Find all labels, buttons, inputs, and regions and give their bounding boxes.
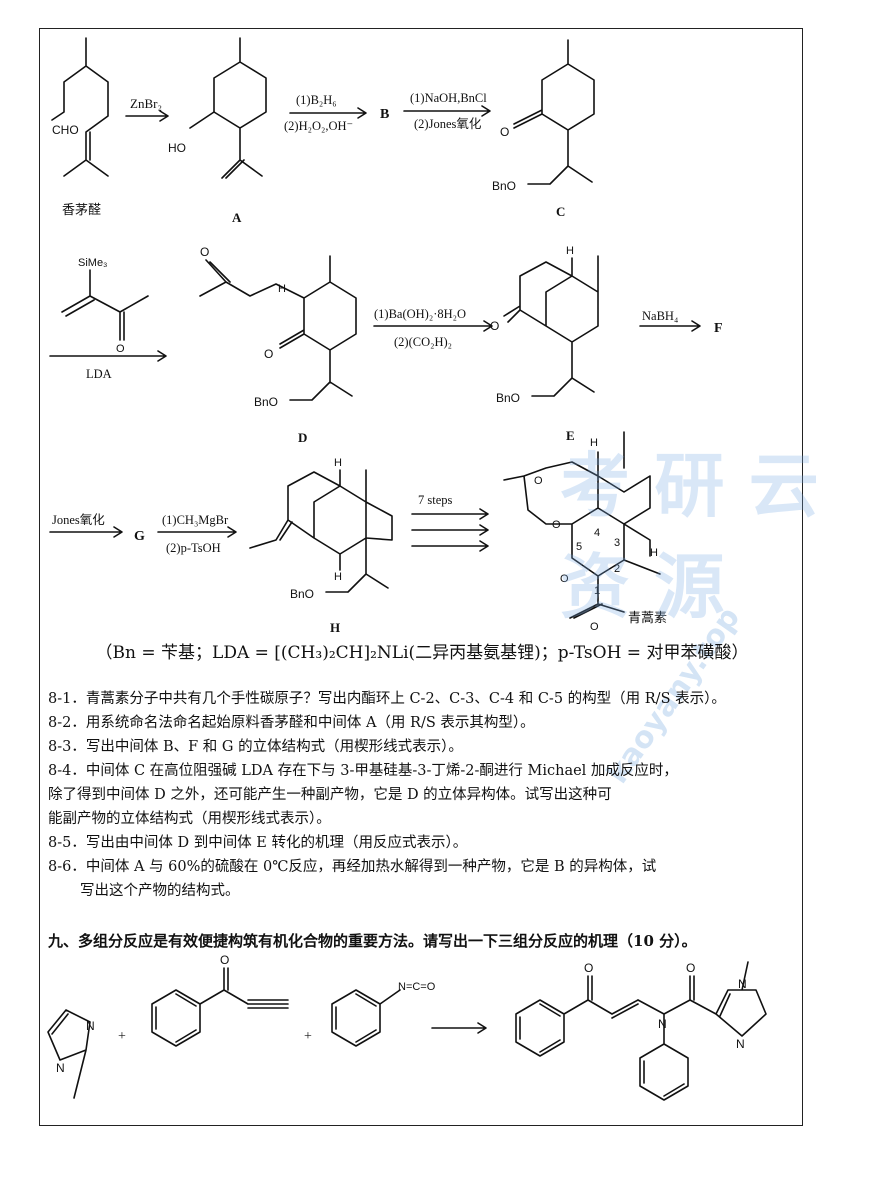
abbreviation-legend: （Bn = 苄基；LDA = [(CH₃)₂CH]₂NLi(二异丙基氨基锂)；p… [95, 643, 749, 663]
h-bno-label: BnO [290, 587, 314, 601]
art-num-5: 5 [576, 541, 582, 553]
arrow-8 [157, 526, 237, 538]
artemisinin-label: 青蒿素 [628, 610, 667, 625]
label-D: D [298, 430, 307, 445]
seven-steps-label: 7 steps [418, 493, 453, 507]
art-oo-label: O [534, 475, 543, 487]
label-C: C [556, 204, 565, 219]
arrow-9 [431, 1022, 487, 1034]
arrow-4 [49, 350, 167, 362]
question-8-3: 8-3．写出中间体 B、F 和 G 的立体结构式（用楔形线式表示）。 [48, 739, 463, 755]
methylimidazole-structure: N N [47, 1009, 95, 1099]
product-structure: O O N N N [515, 961, 767, 1101]
step-a-2: (2)H₂O₂,OH⁻ [284, 119, 353, 133]
compound-H-structure: H H BnO H [249, 457, 393, 635]
d-ketone-oxo: O [200, 245, 209, 259]
artemisinin-structure: O O O O H H 1 2 3 4 5 青蒿素 [503, 431, 667, 633]
c-bno-label: BnO [492, 179, 516, 193]
enone-oxo: O [116, 343, 125, 355]
plus-1: + [118, 1029, 126, 1044]
plus-2: + [304, 1029, 312, 1044]
label-E: E [566, 428, 575, 443]
prod-oxo-2: O [686, 961, 695, 975]
isocyanate-label: N=C=O [398, 981, 436, 993]
art-h-right: H [650, 547, 658, 559]
h-h-top: H [334, 457, 342, 469]
step-a-1: (1)B₂H₆ [296, 93, 337, 107]
step-g-2: (2)p-TsOH [166, 541, 221, 555]
question-8-4-cont-2: 能副产物的立体结构式（用楔形线式表示）。 [48, 811, 331, 827]
arrow-3 [403, 105, 491, 117]
imid-n1: N [86, 1019, 95, 1033]
label-F: F [714, 321, 723, 336]
question-8-1: 8-1．青蒿素分子中共有几个手性碳原子？写出内酯环上 C-2、C-3、C-4 和… [48, 691, 726, 707]
ho-label: HO [168, 141, 186, 155]
jones-reagent: Jones氧化 [52, 513, 105, 527]
art-num-1: 1 [594, 585, 600, 597]
znbr2-reagent: ZnBr₂ [130, 96, 162, 111]
arrow-1 [125, 110, 169, 122]
question-8-6-cont: 写出这个产物的结构式。 [80, 883, 240, 899]
citronellal-structure: CHO 香茅醛 [51, 37, 109, 217]
label-B: B [380, 107, 389, 122]
c-oxo-label: O [500, 125, 509, 139]
question-8-4-cont-1: 除了得到中间体 D 之外，还可能产生一种副产物，它是 D 的立体异构体。试写出这… [48, 787, 612, 803]
arrow-2 [289, 107, 367, 119]
citronellal-label: 香茅醛 [62, 202, 101, 217]
question-8-6: 8-6．中间体 A 与 60%的硫酸在 0℃反应，再经加热水解得到一种产物，它是… [48, 859, 657, 875]
art-num-3: 3 [614, 537, 620, 549]
label-H: H [330, 620, 340, 635]
imid-n2: N [56, 1061, 65, 1075]
prod-n-imid2: N [736, 1037, 745, 1051]
art-h-top: H [590, 437, 598, 449]
label-A: A [232, 210, 242, 225]
e-oxo: O [490, 319, 499, 333]
prod-n-imid1: N [738, 977, 747, 991]
e-bno-label: BnO [496, 391, 520, 405]
silyl-enone-structure: SiMe₃ O [61, 257, 149, 355]
cho-label: CHO [52, 123, 79, 137]
step-b-1: (1)NaOH,BnCl [410, 91, 487, 105]
step-b-2: (2)Jones氧化 [414, 117, 482, 131]
prod-n-amide: N [658, 1017, 667, 1031]
h-h-bottom: H [334, 571, 342, 583]
d-h-label: H [278, 283, 286, 295]
compound-C-structure: O BnO C [492, 39, 595, 219]
question-8-5: 8-5．写出由中间体 D 到中间体 E 转化的机理（用反应式表示）。 [48, 835, 468, 851]
section-9-heading: 九、多组分反应是有效便捷构筑有机化合物的重要方法。请写出一下三组分反应的机理（1… [48, 932, 697, 950]
art-o-lactone: O [560, 573, 569, 585]
art-num-4: 4 [594, 527, 600, 539]
d-bno-label: BnO [254, 395, 278, 409]
e-h-label: H [566, 245, 574, 257]
phenyl-isocyanate-structure: N=C=O [331, 981, 436, 1047]
arrow-7 [49, 526, 123, 538]
nabh4-reagent: NaBH₄ [642, 309, 678, 323]
art-num-2: 2 [614, 563, 620, 575]
lda-reagent: LDA [86, 367, 112, 381]
step-d-1: (1)Ba(OH)₂·8H₂O [374, 307, 466, 321]
simea-label: SiMe₃ [78, 257, 108, 269]
art-o-carbonyl: O [590, 621, 599, 633]
step-g-1: (1)CH₃MgBr [162, 513, 229, 527]
arrow-5 [373, 320, 493, 332]
phenylpropynone-structure: O [151, 953, 289, 1047]
step-d-2: (2)(CO₂H)₂ [394, 335, 452, 349]
compound-D-structure: O O BnO H D [199, 245, 357, 445]
question-8-2: 8-2．用系统命名法命名起始原料香茅醛和中间体 A（用 R/S 表示其构型）。 [48, 715, 535, 731]
label-G: G [134, 529, 145, 544]
ynone-oxo: O [220, 953, 229, 967]
question-8-4: 8-4．中间体 C 在高位阻强碱 LDA 存在下与 3-甲基硅基-3-丁烯-2-… [48, 763, 678, 779]
d-ring-oxo: O [264, 347, 273, 361]
compound-E-structure: O H BnO E [490, 245, 599, 443]
page-border [39, 28, 803, 1126]
arrows-7-steps [411, 508, 489, 552]
prod-oxo-1: O [584, 961, 593, 975]
compound-A-structure: HO A [168, 37, 267, 225]
art-o-ring: O [552, 519, 561, 531]
arrow-6 [639, 320, 701, 332]
